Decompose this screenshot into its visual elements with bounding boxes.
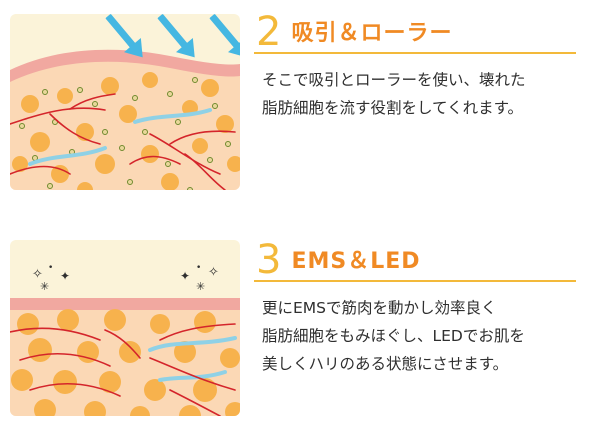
svg-text:•: • [48,263,53,273]
fat-cell [19,123,25,129]
suction-arrow-icon [105,14,240,58]
fat-cell [119,145,125,151]
svg-text:✳: ✳ [196,280,205,293]
fat-cell [28,338,52,362]
fat-cell [193,378,217,402]
fat-cell [127,179,133,185]
description-line: 美しくハリのある状態にさせます。 [262,355,509,373]
fat-cell [165,161,171,167]
fat-cell [142,72,158,88]
fat-cell [57,88,73,104]
fat-cell [212,103,218,109]
fat-cell [192,138,208,154]
fat-cell [119,341,141,363]
fat-cell [130,406,150,416]
sparkle-icon: ✧ • ✦ ✳ ✦ • ✧ ✳ [32,263,219,293]
fat-cell [77,87,83,93]
fat-cell [77,341,99,363]
fat-cell [11,369,33,391]
fat-cell [132,95,138,101]
step-description: 更にEMSで筋肉を動かし効率良く 脂肪細胞をもみほぐし、LEDでお肌を 美しくハ… [254,294,576,378]
fat-cell [34,399,56,416]
fat-cell [161,173,179,190]
fat-cell [187,187,193,190]
fat-cell [51,165,69,183]
fat-cell [220,348,240,368]
description-line: 脂肪細胞を流す役割をしてくれます。 [262,99,524,117]
fat-cell [53,370,77,394]
fat-cell [141,145,159,163]
svg-text:•: • [196,263,201,273]
fat-cell [194,311,216,333]
description-line: そこで吸引とローラーを使い、壊れた [262,71,526,89]
fat-cell [167,91,173,97]
step-heading: 3 EMS＆LED [254,238,576,282]
skin-cross-section-2: ✧ • ✦ ✳ ✦ • ✧ ✳ [10,240,240,416]
fat-cell [192,77,198,83]
svg-text:✧: ✧ [208,265,219,280]
fat-cell [12,156,28,172]
svg-text:✦: ✦ [180,269,190,283]
step-ems-led: 3 EMS＆LED 更にEMSで筋肉を動かし効率良く 脂肪細胞をもみほぐし、LE… [254,238,576,378]
svg-text:✧: ✧ [32,267,43,282]
fat-cell [142,129,148,135]
fat-cell [225,402,240,416]
fat-cell [30,132,50,152]
fat-cell [92,101,98,107]
step-number: 2 [256,9,282,55]
fat-cell [95,154,115,174]
svg-text:✦: ✦ [60,269,70,283]
fat-cell [101,77,119,95]
step-suction-roller: 2 吸引＆ローラー そこで吸引とローラーを使い、壊れた 脂肪細胞を流す役割をして… [254,10,576,122]
fat-cell [179,405,201,416]
fat-cell [47,183,53,189]
fat-cell [21,95,39,113]
fat-cell [216,115,234,133]
fat-cell [207,157,213,163]
fat-cell [84,401,106,416]
skin-cross-section-1 [10,14,240,190]
fat-cell [175,119,181,125]
fat-cell [150,314,170,334]
step-description: そこで吸引とローラーを使い、壊れた 脂肪細胞を流す役割をしてくれます。 [254,66,576,122]
fat-cell-group [12,72,240,190]
fat-cell [102,129,108,135]
step-heading: 2 吸引＆ローラー [254,10,576,54]
fat-cell [227,156,240,172]
fat-cell [57,309,79,331]
fat-cell [42,89,48,95]
blood-vessels [10,93,236,190]
step-title: EMS＆LED [291,249,421,274]
broken-fat-particles [19,77,231,190]
fat-cell [99,371,121,393]
fat-cell [77,182,93,190]
fat-cell [174,341,196,363]
description-line: 更にEMSで筋肉を動かし効率良く [262,299,497,317]
step-title: 吸引＆ローラー [291,21,453,46]
fat-cell [201,79,219,97]
fat-cell [17,313,39,335]
fat-cell [225,141,231,147]
fat-cell [144,379,166,401]
svg-text:✳: ✳ [40,280,49,293]
fat-cell [104,309,126,331]
fat-cell [119,105,137,123]
description-line: 脂肪細胞をもみほぐし、LEDでお肌を [262,327,525,345]
suction-roller-illustration [10,14,240,190]
ems-led-illustration: ✧ • ✦ ✳ ✦ • ✧ ✳ [10,240,240,416]
step-number: 3 [256,237,282,283]
blood-vessels [10,323,236,416]
